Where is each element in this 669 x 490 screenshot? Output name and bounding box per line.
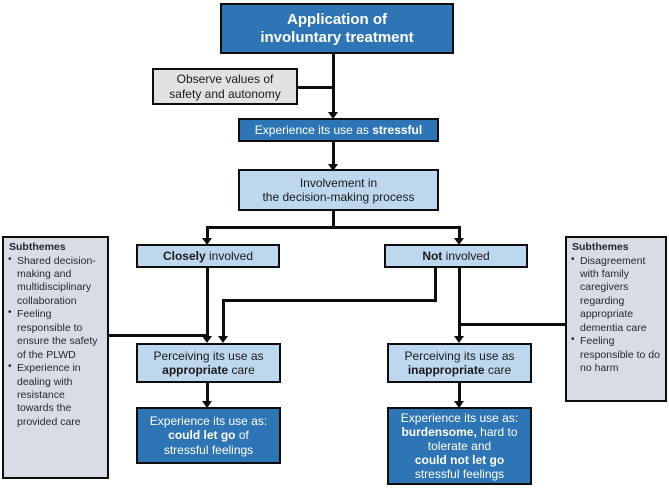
outcome-left-text: Experience its use as: could let go of s… (138, 414, 279, 456)
subthemes-right-list: Disagreement with family caregivers rega… (571, 254, 661, 376)
outcome-right-post-2: hard to (476, 424, 518, 439)
subthemes-right-heading: Subthemes (572, 241, 629, 253)
observe-line-2: safety and autonomy (169, 86, 281, 101)
outcome-right-line-3: tolerate and (427, 438, 492, 453)
arrowhead-appropriate-to-outcome (202, 401, 212, 408)
connector-inappropriate-to-outcome (458, 383, 461, 406)
node-experience-stressful[interactable]: Experience its use as stressful (238, 118, 439, 142)
appropriate-text: Perceiving its use as appropriate care (138, 349, 279, 377)
title-line-2: involuntary treatment (260, 28, 414, 46)
node-perceiving-inappropriate-care[interactable]: Perceiving its use as inappropriate care (387, 343, 532, 383)
connector-observe-to-trunk (297, 86, 335, 89)
list-item: Shared decision-making and multidiscipli… (8, 254, 103, 309)
list-item: Disagreement with family caregivers rega… (571, 254, 661, 336)
connector-left-panel-h (109, 334, 208, 337)
inappropriate-line-1: Perceiving its use as (404, 348, 515, 363)
connector-split-bus (206, 226, 461, 229)
connector-not-to-appropriate-v2 (222, 299, 225, 340)
not-text: Not involved (386, 249, 526, 263)
list-item: Experience in dealing with resistance to… (8, 361, 103, 429)
inappropriate-strong: inappropriate (407, 363, 485, 377)
subthemes-left-list: Shared decision-making and multidiscipli… (8, 254, 103, 430)
node-application-of-involuntary-treatment[interactable]: Application of involuntary treatment (220, 3, 454, 54)
arrowhead-not-to-inappropriate (454, 336, 464, 343)
inappropriate-post: care (484, 363, 512, 377)
closely-strong: Closely (162, 248, 206, 263)
node-observe-values[interactable]: Observe values of safety and autonomy (152, 68, 298, 105)
stressful-strong: stressful (372, 122, 423, 137)
outcome-left-line-3: stressful feelings (163, 442, 254, 457)
arrowhead-not-to-appropriate (218, 336, 228, 343)
stressful-text: Experience its use as stressful (240, 123, 437, 137)
outcome-right-strong-4: could not let go (414, 453, 505, 468)
arrowhead-closely-to-appropriate (202, 336, 212, 343)
node-not-involved[interactable]: Not involved (384, 244, 528, 268)
observe-text: Observe values of safety and autonomy (154, 72, 296, 100)
title-line-1: Application of (287, 10, 387, 28)
connector-bus-right-drop (458, 226, 461, 241)
connector-not-to-appropriate-h (222, 299, 437, 302)
outcome-right-line-1: Experience its use as: (400, 410, 519, 425)
subthemes-left-heading: Subthemes (9, 241, 66, 253)
connector-bus-left-drop (206, 226, 209, 241)
not-strong: Not (422, 248, 443, 263)
list-item: Feeling responsible to do no harm (571, 334, 661, 375)
involvement-line-1: Involvement in (299, 175, 378, 190)
connector-involvement-down (332, 211, 335, 229)
node-outcome-burdensome[interactable]: Experience its use as: burdensome, hard … (387, 407, 532, 485)
outcome-left-strong: could let go (168, 428, 236, 443)
outcome-left-post: of (235, 428, 249, 443)
connector-not-to-appropriate-v1 (434, 268, 437, 301)
arrowhead-to-not-involved (454, 238, 464, 245)
involvement-text: Involvement in the decision-making proce… (240, 176, 437, 204)
involvement-line-2: the decision-making process (262, 190, 415, 204)
node-outcome-could-let-go[interactable]: Experience its use as: could let go of s… (136, 407, 281, 464)
node-perceiving-appropriate-care[interactable]: Perceiving its use as appropriate care (136, 343, 281, 383)
panel-subthemes-right[interactable]: Subthemes Disagreement with family careg… (565, 236, 667, 402)
node-title-text: Application of involuntary treatment (222, 11, 452, 46)
appropriate-strong: appropriate (162, 363, 229, 377)
arrowhead-inappropriate-to-outcome (454, 401, 464, 408)
node-involvement-decision-making[interactable]: Involvement in the decision-making proce… (238, 169, 439, 211)
outcome-right-text: Experience its use as: burdensome, hard … (389, 411, 530, 482)
arrowhead-to-involvement (328, 164, 338, 171)
connector-appropriate-to-outcome (206, 383, 209, 406)
outcome-right-line-5: stressful feelings (414, 467, 505, 482)
node-closely-involved[interactable]: Closely involved (136, 244, 280, 268)
stressful-pre: Experience its use as (254, 122, 373, 137)
connector-stressful-to-involvement (332, 142, 335, 169)
outcome-right-strong-2: burdensome, (401, 424, 477, 439)
panel-subthemes-left[interactable]: Subthemes Shared decision-making and mul… (2, 236, 109, 479)
connector-right-panel-h (458, 323, 565, 326)
not-post: involved (442, 248, 490, 263)
connector-not-to-inappropriate (458, 268, 461, 340)
connector-closely-to-appropriate (206, 268, 209, 340)
closely-text: Closely involved (138, 249, 278, 263)
appropriate-line-1: Perceiving its use as (153, 348, 264, 363)
connector-title-to-stressful (332, 53, 335, 115)
arrowhead-to-closely (202, 238, 212, 245)
observe-line-1: Observe values of (176, 72, 274, 87)
outcome-left-line-1: Experience its use as: (149, 414, 268, 429)
inappropriate-text: Perceiving its use as inappropriate care (389, 349, 530, 377)
closely-post: involved (205, 248, 254, 263)
arrowhead-to-stressful (328, 112, 338, 119)
list-item: Feeling responsible to ensure the safety… (8, 307, 103, 362)
appropriate-post: care (228, 363, 255, 377)
